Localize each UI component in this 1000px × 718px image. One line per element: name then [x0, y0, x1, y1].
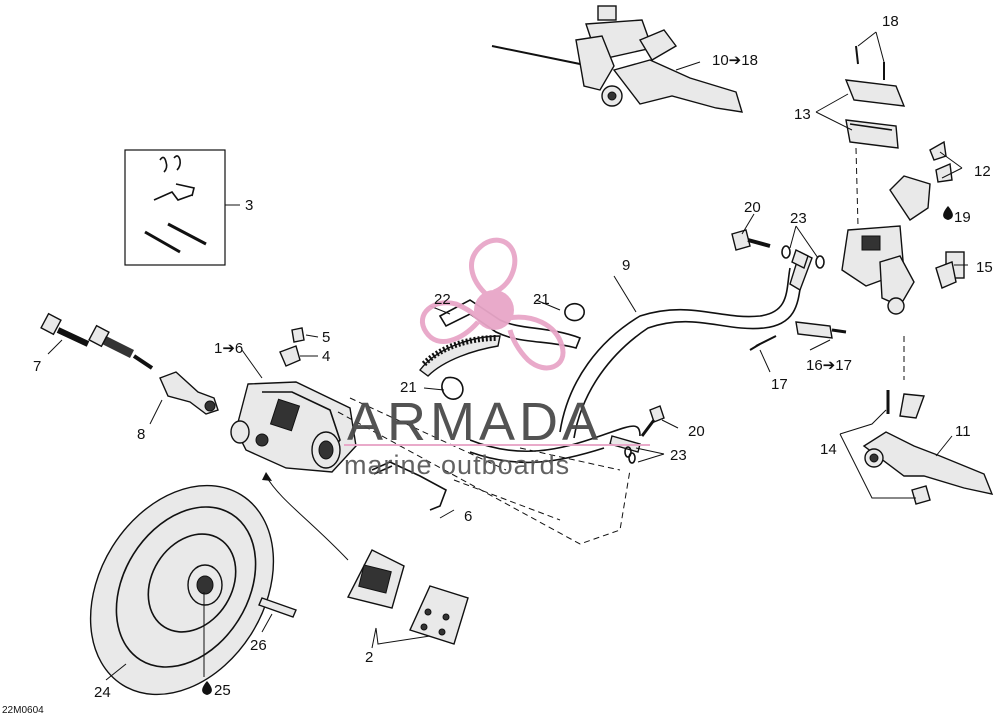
callout-6: 6 [464, 508, 472, 525]
clamps [441, 302, 585, 400]
callout-11: 11 [955, 423, 971, 440]
callout-22: 22 [434, 291, 451, 308]
propeller-logo [419, 237, 566, 371]
callout-8: 8 [137, 426, 145, 443]
callout-16-17: 16➔17 [806, 357, 852, 374]
pin-kit-box [124, 149, 240, 266]
callout-5: 5 [322, 329, 330, 346]
callout-9: 9 [622, 257, 630, 274]
fluid-drop-icon [202, 681, 212, 695]
banjo-fitting-lower [624, 405, 665, 464]
retaining-wire [371, 461, 447, 511]
fluid-drop-icon [943, 206, 953, 220]
brake-pads [346, 549, 469, 645]
callout-3: 3 [245, 197, 253, 214]
leader-lines [47, 31, 968, 681]
callout-labels: 1➔6 2 3 4 5 6 7 8 9 10➔18 11 12 13 14 15… [2, 13, 993, 716]
callout-2: 2 [365, 649, 373, 666]
mounting-bolts [40, 312, 219, 415]
callout-25: 25 [214, 682, 231, 699]
watermark-brand: ARMADA [347, 392, 602, 452]
watermark: ARMADA marine outboards [344, 237, 650, 480]
master-cylinder-assembly [491, 5, 743, 113]
callout-20-lower: 20 [688, 423, 705, 440]
brake-light-switch [749, 321, 847, 351]
diagram-code: 22M0604 [2, 705, 44, 716]
callout-20-upper: 20 [744, 199, 761, 216]
callout-4: 4 [322, 348, 330, 365]
banjo-fitting-upper [731, 229, 825, 269]
brake-disc [89, 484, 275, 696]
master-cylinder-exploded [841, 45, 965, 380]
pin [258, 597, 297, 618]
callout-14: 14 [820, 441, 837, 458]
hose-guide [419, 299, 582, 377]
callout-17: 17 [771, 376, 788, 393]
brake-hose [469, 251, 813, 464]
brake-caliper [230, 327, 357, 473]
callout-23-upper: 23 [790, 210, 807, 227]
callout-1-6: 1➔6 [214, 340, 243, 357]
callout-24: 24 [94, 684, 111, 701]
callout-12: 12 [974, 163, 991, 180]
assembly-lines [262, 397, 631, 561]
callout-19: 19 [954, 209, 971, 226]
callout-10-18: 10➔18 [712, 52, 758, 69]
callout-18: 18 [882, 13, 899, 30]
callout-7: 7 [33, 358, 41, 375]
callout-21-upper: 21 [533, 291, 550, 308]
watermark-tagline: marine outboards [344, 450, 570, 480]
callout-26: 26 [250, 637, 267, 654]
propeller-hub [474, 290, 514, 330]
callout-23-lower: 23 [670, 447, 687, 464]
brake-lever [862, 390, 994, 505]
callout-15: 15 [976, 259, 993, 276]
callout-21-lower: 21 [400, 379, 417, 396]
callout-13: 13 [794, 106, 811, 123]
